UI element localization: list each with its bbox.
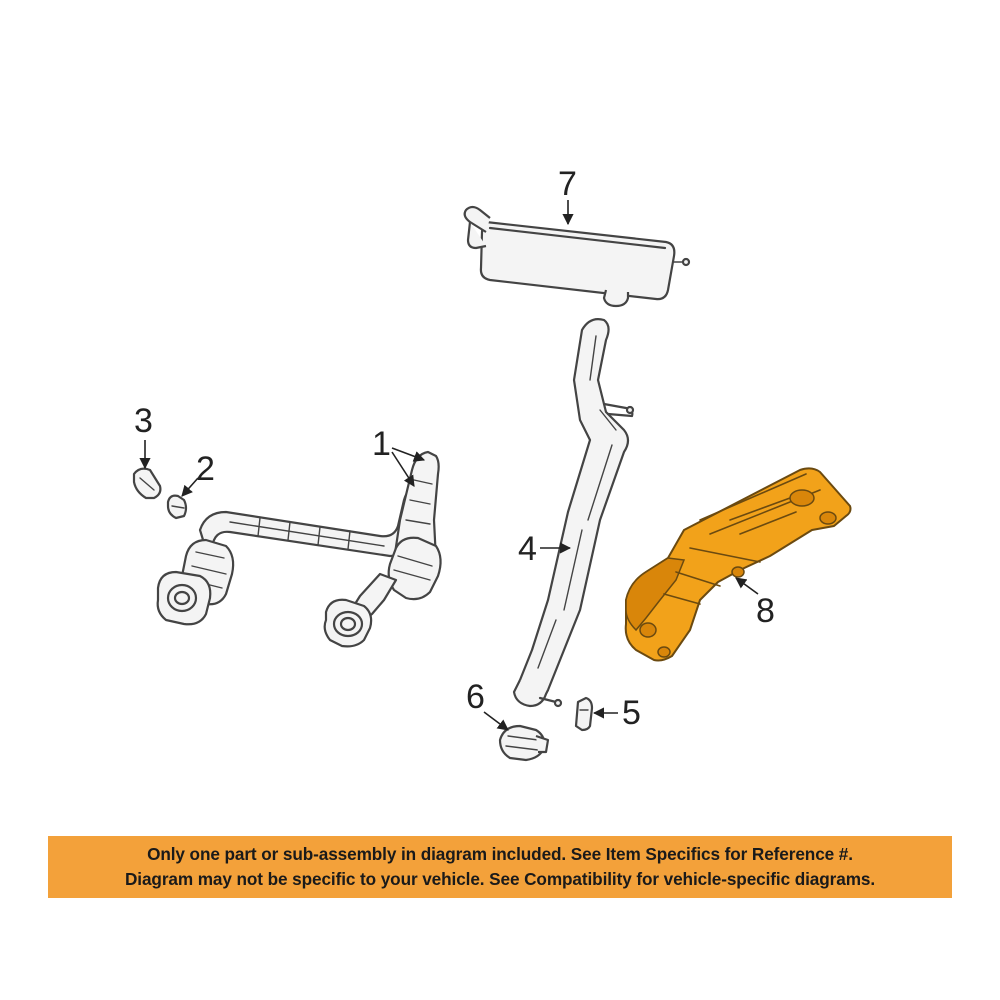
disclaimer-line-2: Diagram may not be specific to your vehi…	[124, 869, 876, 889]
svg-text:2: 2	[196, 450, 215, 488]
disclaimer-banner: Only one part or sub-assembly in diagram…	[48, 836, 952, 898]
callout-8: 8	[735, 577, 775, 630]
callout-3: 3	[134, 402, 153, 470]
part-2-nut	[166, 494, 188, 520]
svg-text:1: 1	[372, 425, 391, 463]
part-7-muffler	[463, 205, 691, 308]
part-5-bracket	[574, 696, 594, 732]
callout-7: 7	[558, 165, 577, 226]
svg-text:6: 6	[466, 678, 485, 716]
part-8-heat-shield	[624, 467, 852, 662]
callout-6: 6	[466, 678, 509, 731]
callout-2: 2	[181, 450, 215, 497]
svg-text:4: 4	[518, 530, 537, 568]
part-3-gasket	[132, 467, 162, 500]
disclaimer-line-1: Only one part or sub-assembly in diagram…	[147, 844, 853, 864]
svg-text:8: 8	[756, 592, 775, 630]
callout-5: 5	[592, 694, 641, 732]
svg-text:3: 3	[134, 402, 153, 440]
callout-4: 4	[518, 530, 572, 568]
svg-text:7: 7	[558, 165, 577, 203]
svg-text:5: 5	[622, 694, 641, 732]
part-4-tailpipe	[512, 318, 635, 708]
callout-1: 1	[372, 425, 426, 487]
part-6-clamp	[498, 724, 550, 762]
part-1-front-pipe	[156, 450, 442, 648]
